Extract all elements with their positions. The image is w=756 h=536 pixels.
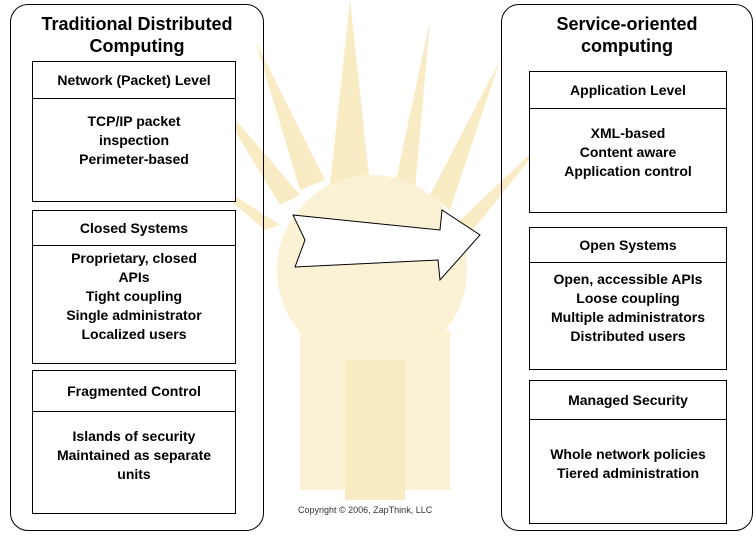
box-line: Content aware — [579, 144, 677, 160]
box-line: Loose coupling — [576, 290, 680, 306]
application-level-box: Application Level XML-based Content awar… — [529, 71, 727, 213]
box-line: Multiple administrators — [550, 309, 706, 325]
box-body: Open, accessible APIs Loose coupling Mul… — [530, 270, 726, 346]
box-header: Open Systems — [530, 228, 726, 263]
panel-title: Service-oriented computing — [556, 14, 698, 56]
right-arrow-icon — [292, 209, 481, 282]
panel-title: Traditional Distributed Computing — [41, 14, 233, 56]
box-body: Proprietary, closed APIs Tight coupling … — [33, 249, 235, 344]
box-line: Application control — [564, 163, 692, 179]
open-systems-box: Open Systems Open, accessible APIs Loose… — [529, 227, 727, 370]
traditional-computing-panel: Traditional Distributed Computing Networ… — [10, 4, 264, 531]
box-body: Whole network policies Tiered administra… — [530, 445, 726, 483]
box-line: units — [117, 466, 151, 482]
box-line: Open, accessible APIs — [553, 271, 703, 287]
box-body: XML-based Content aware Application cont… — [530, 124, 726, 181]
box-line: Proprietary, closed — [71, 250, 197, 266]
network-level-box: Network (Packet) Level TCP/IP packet ins… — [32, 61, 236, 202]
managed-security-box: Managed Security Whole network policies … — [529, 380, 727, 524]
box-line: Single administrator — [66, 307, 202, 323]
service-oriented-panel: Service-oriented computing Application L… — [501, 4, 753, 531]
box-body: Islands of security Maintained as separa… — [33, 427, 235, 484]
box-body: TCP/IP packet inspection Perimeter-based — [33, 112, 235, 169]
box-line: Maintained as separate — [56, 447, 212, 463]
box-line: Perimeter-based — [79, 151, 189, 167]
copyright-notice: Copyright © 2006, ZapThink, LLC — [298, 505, 433, 515]
box-line: Islands of security — [72, 428, 196, 444]
box-header: Application Level — [530, 72, 726, 109]
box-line: TCP/IP packet — [87, 113, 181, 129]
box-line: inspection — [98, 132, 169, 148]
box-header: Managed Security — [530, 381, 726, 420]
box-header: Fragmented Control — [33, 371, 235, 412]
box-line: Tight coupling — [85, 288, 183, 304]
box-line: APIs — [118, 269, 150, 285]
box-line: Whole network policies — [550, 446, 706, 462]
box-line: Tiered administration — [556, 465, 700, 481]
box-header: Closed Systems — [33, 211, 235, 246]
box-line: Localized users — [81, 326, 187, 342]
fragmented-control-box: Fragmented Control Islands of security M… — [32, 370, 236, 514]
box-header: Network (Packet) Level — [33, 62, 235, 99]
box-line: Distributed users — [570, 328, 686, 344]
box-line: XML-based — [590, 125, 666, 141]
closed-systems-box: Closed Systems Proprietary, closed APIs … — [32, 210, 236, 364]
